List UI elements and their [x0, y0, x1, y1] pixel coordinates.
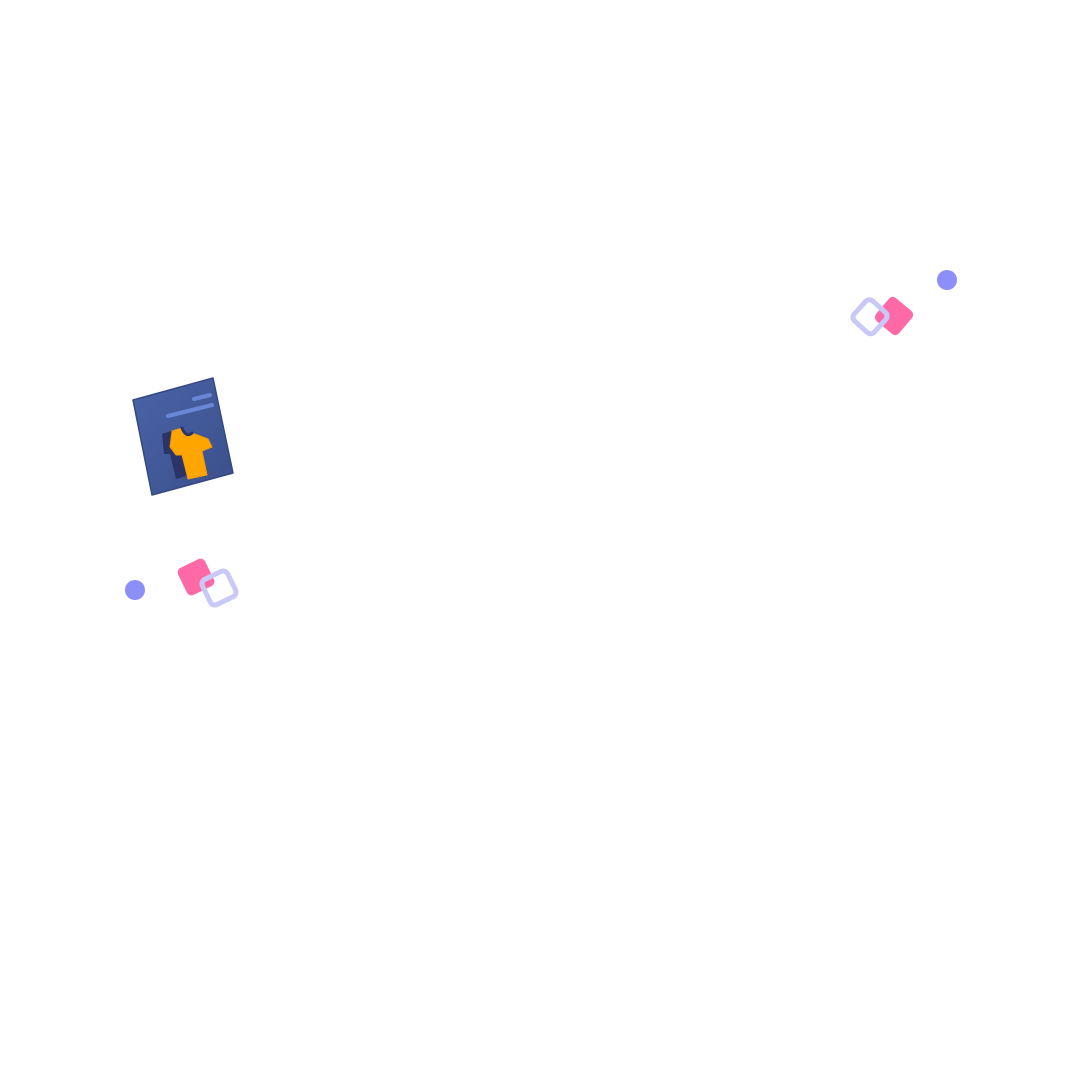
dot-right: [937, 270, 957, 290]
decoration-group-left: [125, 558, 239, 608]
card-line-short: [192, 393, 212, 401]
outline-square-right: [850, 297, 890, 337]
card-line-long: [166, 403, 214, 418]
outline-square-left: [199, 568, 239, 608]
dot-left: [125, 580, 145, 600]
pink-square-right: [874, 296, 914, 336]
decoration-group-right: [850, 270, 957, 337]
tshirt-collar: [180, 426, 194, 437]
tshirt-card-icon: [132, 377, 234, 496]
